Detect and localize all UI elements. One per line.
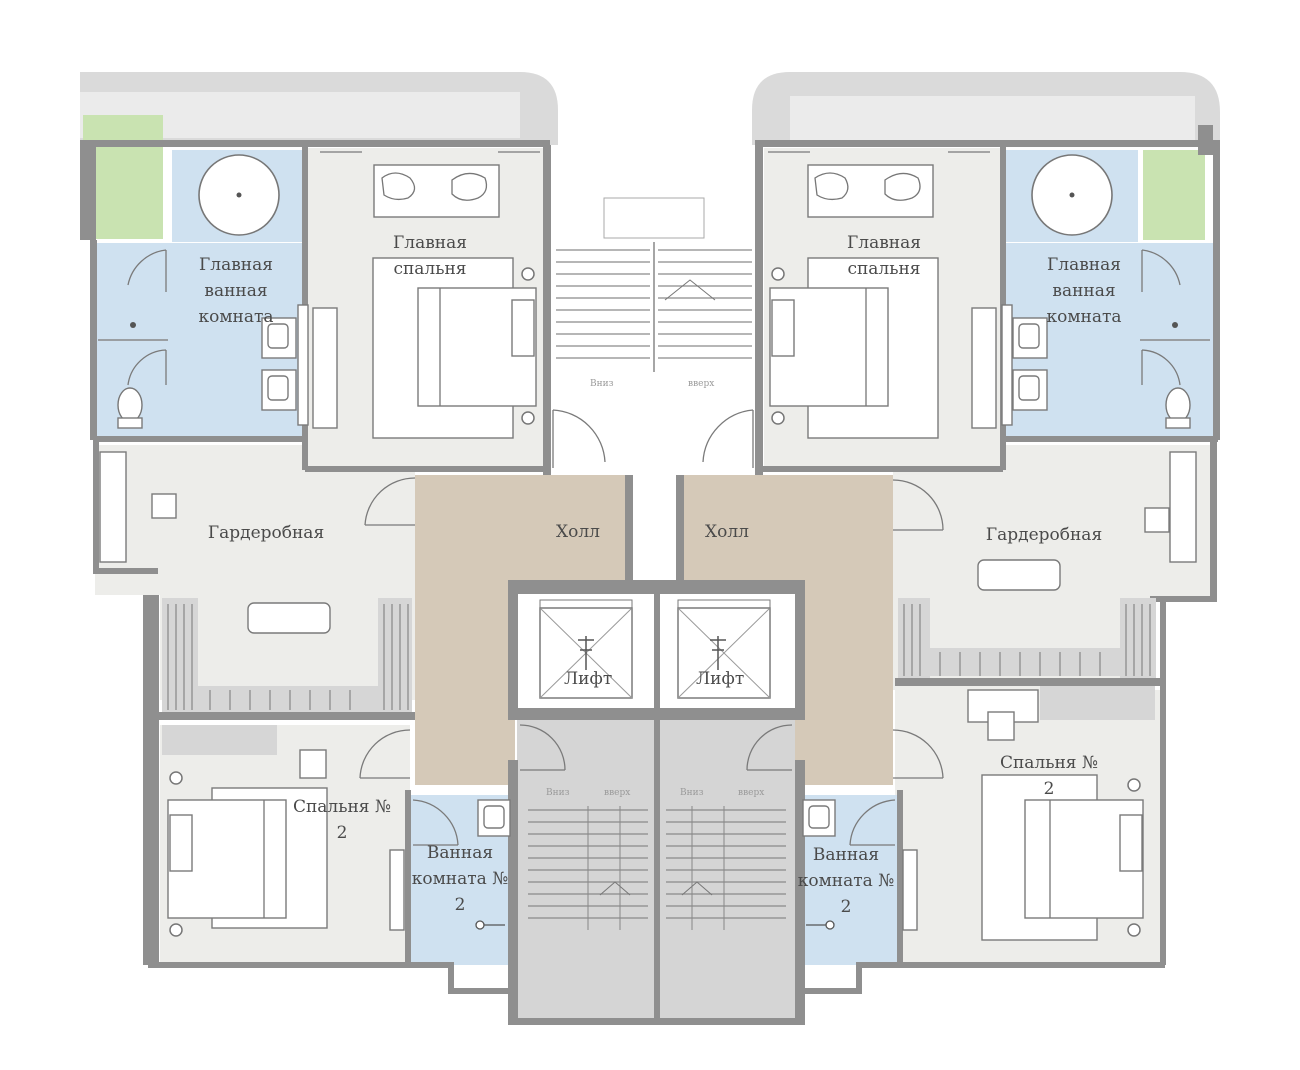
hall-left-label: Холл <box>556 522 600 542</box>
bath-2-left-label-1: Ванная <box>427 843 493 863</box>
lift-right: Лифт <box>677 599 771 699</box>
sink-icon <box>267 323 289 349</box>
bedroom-2-left-label-2: 2 <box>337 823 348 843</box>
master-bedroom-left-label-2: спальня <box>393 259 466 279</box>
pillow-icon <box>884 172 921 201</box>
master-bath-left-label-1: Главная <box>199 255 273 275</box>
bath-2-right-fixtures <box>802 799 896 930</box>
pillow-icon <box>381 172 416 201</box>
stair-top-up-label: вверх <box>688 379 714 389</box>
shower-icon <box>825 920 835 930</box>
master-bedroom-left-label-1: Главная <box>393 233 467 253</box>
master-bath-right-label-1: Главная <box>1047 255 1121 275</box>
sink-icon <box>1018 323 1040 349</box>
master-bedroom-right-furniture <box>768 151 997 439</box>
hall-left <box>415 475 625 785</box>
wardrobe-right-label: Гардеробная <box>986 525 1102 545</box>
master-bedroom-right-label-2: спальня <box>847 259 920 279</box>
bedroom-2-right-furniture <box>892 689 1144 941</box>
master-bath-right-label-3: комната <box>1046 307 1121 327</box>
sink-icon <box>1018 375 1040 401</box>
master-bath-left-label-2: ванная <box>204 281 267 301</box>
bedroom-2-left-furniture <box>162 725 411 937</box>
terrace-left <box>83 115 163 239</box>
stair-bottom: Вниз вверх Вниз вверх <box>519 724 793 930</box>
bath-2-left-label-2: комната № <box>412 869 509 889</box>
bedroom-2-right-label-2: 2 <box>1044 779 1055 799</box>
terrace-right <box>1143 150 1205 240</box>
bath-2-left-fixtures <box>412 799 511 930</box>
master-bath-right-fixtures <box>1001 154 1210 429</box>
bedroom-2-left-label-1: Спальня № <box>293 797 391 817</box>
stair-bottom-left-up: вверх <box>604 788 630 798</box>
wardrobe-right-furniture <box>892 451 1197 720</box>
pillow-icon <box>814 172 849 201</box>
master-bath-right-label-2: ванная <box>1052 281 1115 301</box>
bath-2-right-label-2: комната № <box>798 871 895 891</box>
master-bath-left-fixtures <box>98 154 309 429</box>
room-labels: Главная спальня Главная спальня Главная … <box>198 233 1121 917</box>
master-bedroom-right-label-1: Главная <box>847 233 921 253</box>
sink-icon <box>267 375 289 401</box>
stair-bottom-left-down: Вниз <box>546 788 570 798</box>
bath-2-right-label-3: 2 <box>841 897 852 917</box>
hall-right-label: Холл <box>705 522 749 542</box>
shower-icon <box>1172 322 1178 328</box>
lift-icon <box>710 636 726 670</box>
hall-right <box>684 475 893 785</box>
lift-right-label: Лифт <box>696 669 744 689</box>
balcony-right <box>752 72 1220 145</box>
master-bedroom-left-furniture <box>312 151 540 439</box>
lift-left-label: Лифт <box>564 669 612 689</box>
lift-icon <box>578 636 594 670</box>
shower-icon <box>475 920 485 930</box>
wardrobe-left-furniture <box>99 451 416 712</box>
stair-bottom-right-up: вверх <box>738 788 764 798</box>
toilet-icon <box>1165 387 1191 423</box>
stair-top: Вниз вверх <box>552 197 754 468</box>
stair-bottom-right-down: Вниз <box>680 788 704 798</box>
bath-2-left-label-3: 2 <box>455 895 466 915</box>
wardrobe-left-label: Гардеробная <box>208 523 324 543</box>
master-bath-left-label-3: комната <box>198 307 273 327</box>
sink-icon <box>808 805 830 829</box>
stair-top-down-label: Вниз <box>590 379 614 389</box>
toilet-icon <box>117 387 143 423</box>
shower-icon <box>130 322 136 328</box>
lift-left: Лифт <box>539 599 633 699</box>
bath-2-right-label-1: Ванная <box>813 845 879 865</box>
bedroom-2-right-label-1: Спальня № <box>1000 753 1098 773</box>
pillow-icon <box>451 172 488 201</box>
sink-icon <box>483 805 505 829</box>
